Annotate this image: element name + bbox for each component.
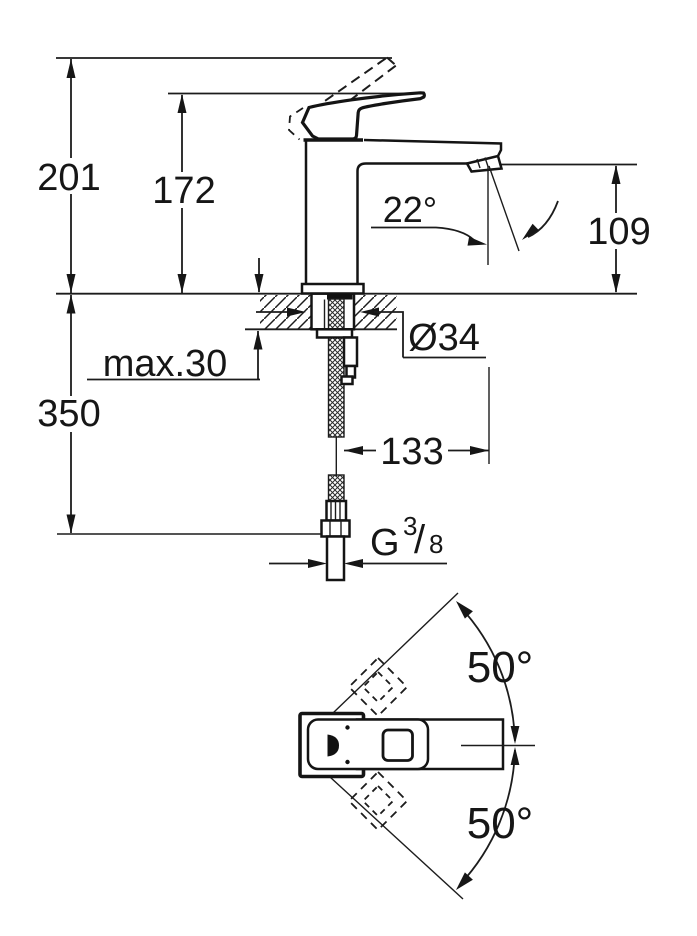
spout-top-edge — [363, 138, 503, 157]
label-below-counter: 350 — [37, 393, 100, 435]
label-overall-height: 201 — [37, 157, 100, 199]
fixing-stud-foot — [340, 375, 354, 386]
swivel-line-upper — [332, 592, 459, 714]
dimension-swivel-lower: 50° — [456, 747, 533, 890]
label-spray-angle: 22° — [383, 189, 437, 230]
dimension-thread: G 3 / 8 — [269, 511, 447, 568]
body-right-spout-underside — [356, 162, 468, 283]
faucet-top-view: 50° 50° — [298, 592, 535, 900]
flex-hose-upper — [327, 298, 345, 438]
dimension-spout-projection: 133 — [344, 367, 490, 473]
faucet-side-view: 201 172 109 350 — [37, 56, 652, 582]
mounting-washer — [315, 328, 354, 339]
mounting-assembly — [310, 292, 359, 582]
dimension-outlet-height: 109 — [586, 165, 652, 293]
hose-end-tube — [325, 535, 346, 582]
flex-hose-lower — [327, 474, 345, 502]
dimension-spray-angle: 22° — [371, 165, 559, 265]
label-lever-height: 172 — [152, 170, 215, 212]
pivot-dot-bottom — [345, 759, 350, 765]
label-counter-thickness: max.30 — [103, 343, 228, 385]
dimension-swivel-upper: 50° — [456, 601, 533, 744]
hose-collar-ribs — [330, 501, 341, 521]
fixing-stud — [342, 336, 359, 368]
swivel-line-lower — [329, 776, 464, 900]
label-swivel-upper: 50° — [467, 643, 534, 692]
aerator-detail — [476, 157, 489, 169]
base-plate — [300, 282, 365, 295]
label-swivel-lower: 50° — [467, 799, 534, 848]
lever-raised-dashed — [288, 56, 397, 141]
pivot-dot-top — [345, 725, 350, 730]
faucet-body — [300, 91, 504, 295]
handle-position-upper-dashed — [347, 656, 409, 718]
lever-mark — [327, 734, 339, 757]
dimension-overall-height: 201 — [37, 59, 102, 293]
dimension-lever-height: 172 — [152, 94, 216, 293]
hose-collar — [325, 499, 348, 522]
handle-position-lower-dashed — [347, 770, 409, 832]
shank-seal — [327, 294, 353, 300]
faucet-plan — [298, 711, 535, 779]
hose-nut — [320, 519, 351, 538]
dimension-below-counter: 350 — [37, 294, 102, 534]
dimension-counter-thickness: max.30 — [87, 258, 264, 385]
label-hole-diameter: Ø34 — [408, 317, 480, 359]
aerator-plan — [381, 728, 414, 762]
hose-nut-facets — [329, 520, 342, 537]
dimension-hole-diameter: Ø34 — [256, 307, 486, 359]
label-spout-projection: 133 — [380, 431, 443, 473]
label-thread: G 3 / 8 — [370, 511, 443, 564]
lever-handle — [300, 91, 426, 141]
label-outlet-height: 109 — [587, 211, 650, 253]
aerator-tip — [465, 154, 504, 173]
